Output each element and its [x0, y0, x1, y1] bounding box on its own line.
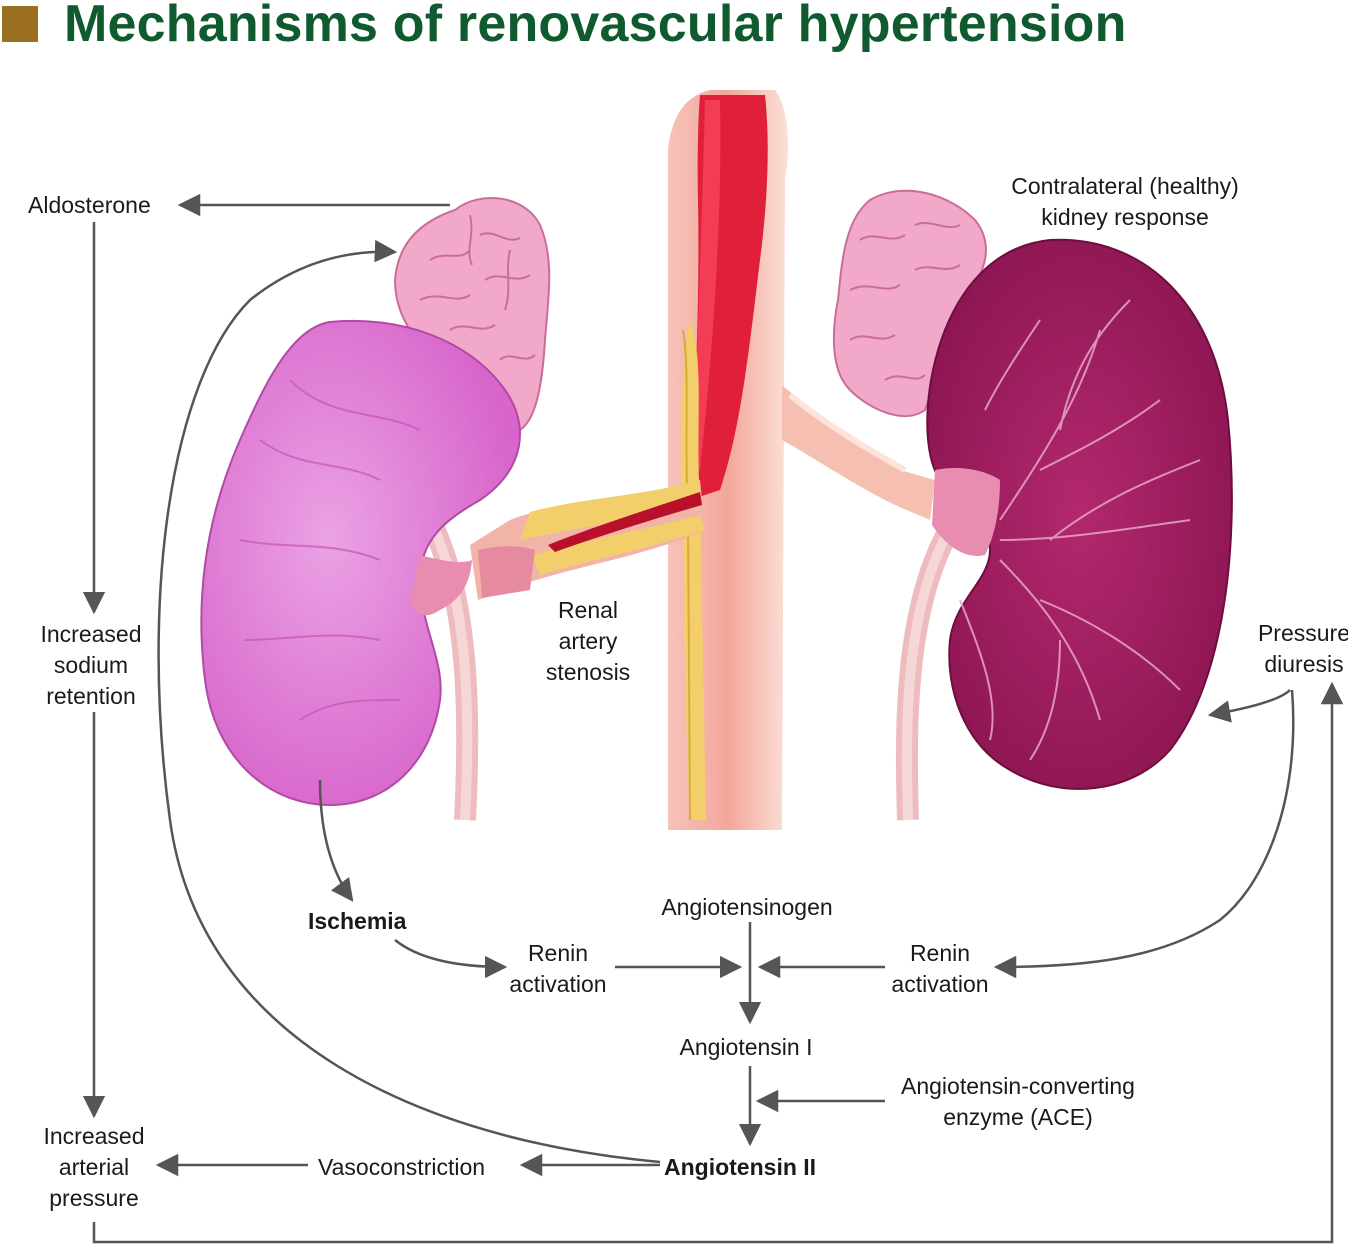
label-renin-right-line1: Renin: [909, 940, 971, 966]
label-increased-sodium: Increased sodium retention: [30, 619, 152, 712]
label-ace-line1: Angiotensin-converting: [901, 1073, 1135, 1099]
label-contralateral: Contralateral (healthy) kidney response: [1000, 171, 1250, 233]
left-ureter: [420, 515, 479, 821]
arrow-kidney-to-ischemia: [318, 779, 354, 902]
label-renin-left: Renin activation: [498, 938, 618, 1000]
page-title: Mechanisms of renovascular hypertension: [64, 0, 1127, 53]
right-kidney-healthy: [926, 238, 1233, 790]
arrow-pressure-to-diuresis: [92, 681, 1344, 1244]
label-renal-stenosis: Renal artery stenosis: [538, 595, 638, 688]
label-renal-stenosis-line1: Renal: [557, 597, 619, 623]
arrow-angiotensinii-to-adrenal: [157, 239, 661, 1164]
label-pressure-diuresis-line2: diuresis: [1264, 651, 1344, 677]
right-ureter: [895, 514, 965, 821]
label-pressure-diuresis-line1: Pressure: [1257, 620, 1348, 646]
label-ace-line2: enzyme (ACE): [943, 1104, 1093, 1130]
label-angiotensin-i: Angiotensin I: [679, 1034, 813, 1060]
label-increased-pressure-line2: arterial: [58, 1154, 130, 1180]
label-angiotensinogen: Angiotensinogen: [661, 894, 833, 920]
arrow-diuresis-to-kidney: [1207, 689, 1291, 723]
left-renal-artery: [470, 480, 705, 600]
label-renin-right: Renin activation: [880, 938, 1000, 1000]
aorta: [668, 90, 788, 830]
label-renin-left-line2: activation: [509, 971, 607, 997]
left-adrenal-gland: [393, 197, 551, 432]
title-bar: Mechanisms of renovascular hypertension: [0, 0, 1348, 60]
arrow-diuresis-to-renin-right: [993, 689, 1295, 979]
label-renin-left-line1: Renin: [527, 940, 589, 966]
label-aldosterone: Aldosterone: [28, 192, 151, 218]
label-increased-sodium-line3: retention: [46, 683, 136, 709]
left-kidney-ischemic: [200, 319, 521, 807]
arrow-ischemia-to-renin: [394, 939, 508, 979]
label-pressure-diuresis: Pressure diuresis: [1252, 618, 1348, 680]
label-contralateral-line2: kidney response: [1041, 204, 1209, 230]
label-increased-pressure-line1: Increased: [43, 1123, 145, 1149]
right-adrenal-gland: [832, 189, 987, 418]
label-vasoconstriction: Vasoconstriction: [318, 1154, 486, 1180]
label-renal-stenosis-line2: artery: [558, 628, 618, 654]
label-increased-pressure: Increased arterial pressure: [36, 1121, 152, 1214]
flow-arrows: [82, 193, 1344, 1244]
label-renal-stenosis-line3: stenosis: [545, 659, 631, 685]
label-increased-pressure-line3: pressure: [49, 1185, 139, 1211]
label-angiotensin-ii: Angiotensin II: [664, 1154, 817, 1180]
label-increased-sodium-line2: sodium: [53, 652, 129, 678]
label-ace: Angiotensin-converting enzyme (ACE): [890, 1071, 1146, 1133]
label-renin-right-line2: activation: [891, 971, 989, 997]
right-renal-artery: [782, 385, 935, 520]
title-square-icon: [2, 6, 38, 42]
label-increased-sodium-line1: Increased: [40, 621, 142, 647]
label-ischemia: Ischemia: [308, 908, 407, 934]
label-contralateral-line1: Contralateral (healthy): [1011, 173, 1239, 199]
